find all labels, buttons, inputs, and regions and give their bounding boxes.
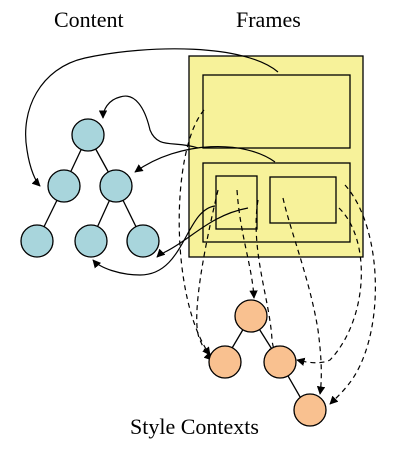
frames-title: Frames xyxy=(236,7,301,32)
content-node-leaf-1 xyxy=(20,224,54,258)
frame-to-style-arrows xyxy=(178,109,376,405)
content-title: Content xyxy=(54,7,124,32)
style-contexts-title: Style Contexts xyxy=(130,414,259,439)
style-node-left xyxy=(208,345,242,379)
content-nodes xyxy=(20,118,160,258)
inner-frame-left xyxy=(215,175,258,230)
content-node-leaf-3 xyxy=(126,224,160,258)
style-nodes xyxy=(208,299,327,427)
content-node-right xyxy=(99,169,133,203)
style-node-root xyxy=(234,299,268,333)
inner-frame-right xyxy=(269,176,337,224)
bottom-frame xyxy=(202,162,351,243)
content-node-root xyxy=(71,118,105,152)
content-node-left xyxy=(47,169,81,203)
root-frame xyxy=(188,55,364,258)
style-node-leaf xyxy=(293,393,327,427)
frame-tree xyxy=(188,55,364,258)
style-node-right xyxy=(263,345,297,379)
content-node-leaf-2 xyxy=(74,224,108,258)
frame-to-content-arrows xyxy=(25,48,279,276)
